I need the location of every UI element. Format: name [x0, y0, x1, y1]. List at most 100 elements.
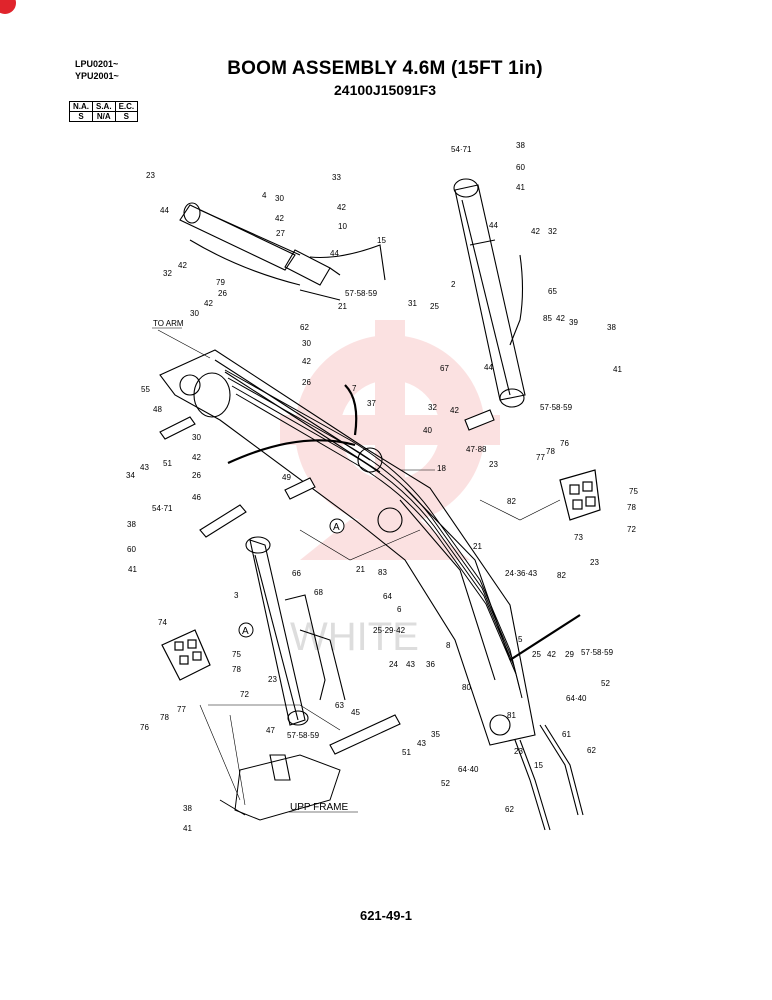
pins [159, 409, 495, 781]
part-label: 78 [627, 503, 636, 512]
part-label: 4 [262, 191, 267, 200]
part-label: 75 [232, 650, 241, 659]
part-label: 26 [192, 471, 201, 480]
part-label: 57·58·59 [345, 289, 378, 298]
part-label: 29 [565, 650, 574, 659]
part-label: 63 [335, 701, 344, 710]
part-label: 60 [127, 545, 136, 554]
part-label: 57·58·59 [540, 403, 573, 412]
part-label: 82 [507, 497, 516, 506]
part-label: 44 [330, 249, 339, 258]
part-label: 49 [282, 473, 291, 482]
part-label: 54·71 [451, 145, 472, 154]
part-label: 42 [547, 650, 556, 659]
part-label: 81 [507, 711, 516, 720]
part-label: 52 [601, 679, 610, 688]
ref-a-box: A [242, 626, 249, 637]
part-label: 23 [590, 558, 599, 567]
availability-table: N.A. S.A. E.C. S N/A S [69, 101, 139, 122]
part-label: 8 [446, 641, 451, 650]
watermark-text: WHITE [290, 615, 419, 659]
part-label: 73 [574, 533, 583, 542]
junction-box-74 [161, 629, 211, 681]
part-label: 45 [351, 708, 360, 717]
part-label: 23 [268, 675, 277, 684]
bucket-cylinder [453, 178, 526, 408]
part-label: 76 [140, 723, 149, 732]
part-label: 38 [607, 323, 616, 332]
part-label: 39 [569, 318, 578, 327]
part-label: 35 [431, 730, 440, 739]
part-label: 54·71 [152, 504, 173, 513]
part-label: 2 [451, 280, 456, 289]
serial-range: LPU0201~ YPU2001~ [75, 58, 119, 82]
part-label: 25 [430, 302, 439, 311]
part-label: 31 [408, 299, 417, 308]
part-label: 78 [546, 447, 555, 456]
part-label: 25·29·42 [373, 626, 406, 635]
part-label: 30 [192, 433, 201, 442]
boom-cylinder [245, 536, 346, 726]
part-label: 34 [126, 471, 135, 480]
part-label: 42 [337, 203, 346, 212]
part-label: 66 [292, 569, 301, 578]
part-label: 68 [314, 588, 323, 597]
part-label: 62 [505, 805, 514, 814]
part-label: 5 [518, 635, 523, 644]
part-label: 55 [141, 385, 150, 394]
upper-frame [219, 754, 341, 821]
serial-2: YPU2001~ [75, 71, 119, 81]
part-label: 42 [275, 214, 284, 223]
assembly-part-number: 24100J15091F3 [334, 82, 436, 98]
part-label: 42 [556, 314, 565, 323]
part-label: 24 [389, 660, 398, 669]
leader-lines [157, 329, 561, 806]
part-label: 64 [383, 592, 392, 601]
part-label: 41 [613, 365, 622, 374]
part-label: 57·58·59 [581, 648, 614, 657]
availability-value-ec: S [114, 111, 139, 122]
part-label: 7 [352, 384, 357, 393]
part-label: 42 [178, 261, 187, 270]
part-label: 38 [516, 141, 525, 150]
part-label: 85 [543, 314, 552, 323]
reference-a-callouts: A A [238, 518, 345, 638]
part-label: 43 [406, 660, 415, 669]
to-arm-label: TO ARM [153, 319, 184, 328]
part-label: 62 [587, 746, 596, 755]
part-label: 83 [378, 568, 387, 577]
part-label: 52 [441, 779, 450, 788]
part-number-labels: 23 4 33 44 30 42 42 27 10 15 44 57·58·59… [126, 141, 638, 833]
part-label: 26 [302, 378, 311, 387]
part-label: 46 [192, 493, 201, 502]
part-label: 32 [428, 403, 437, 412]
part-label: 3 [234, 591, 239, 600]
part-label: 61 [562, 730, 571, 739]
part-label: 36 [426, 660, 435, 669]
part-label: 21 [356, 565, 365, 574]
part-label: 51 [163, 459, 172, 468]
availability-value-na: S [69, 111, 93, 122]
arm-cylinder [179, 202, 386, 301]
part-label: 41 [516, 183, 525, 192]
part-label: 64·40 [458, 765, 479, 774]
ref-a-boom: A [333, 522, 340, 533]
part-label: 78 [232, 665, 241, 674]
part-label: 42 [192, 453, 201, 462]
page-title: BOOM ASSEMBLY 4.6M (15FT 1in) [227, 58, 543, 79]
part-label: 15 [377, 236, 386, 245]
part-label: 77 [536, 453, 545, 462]
part-label: 37 [367, 399, 376, 408]
part-label: 44 [489, 221, 498, 230]
part-label: 77 [177, 705, 186, 714]
part-label: 23 [514, 747, 523, 756]
part-label: 80 [462, 683, 471, 692]
part-label: 6 [397, 605, 402, 614]
part-label: 72 [627, 525, 636, 534]
boom-hoses [224, 369, 523, 699]
part-label: 24·36·43 [505, 569, 538, 578]
corner-badge [0, 0, 16, 14]
part-label: 42 [204, 299, 213, 308]
part-label: 42 [450, 406, 459, 415]
